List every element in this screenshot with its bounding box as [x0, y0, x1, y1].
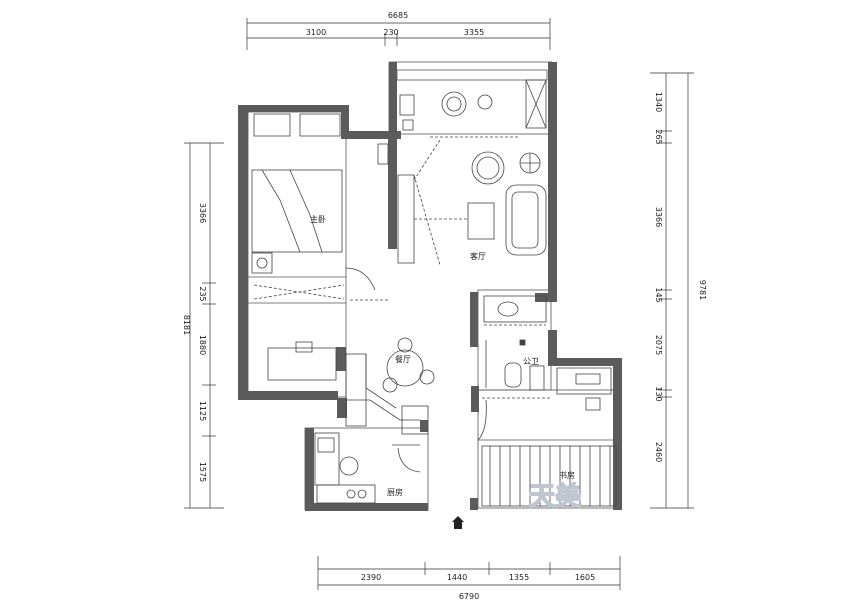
dim-top-2: 230 — [383, 28, 398, 37]
dim-left-3: 1880 — [198, 335, 207, 355]
dim-right-2: 265 — [654, 129, 663, 144]
dimension-lines — [184, 18, 694, 590]
dim-left-1: 3366 — [198, 203, 207, 223]
dim-right-1: 1340 — [654, 92, 663, 112]
dim-right-5: 2075 — [654, 335, 663, 355]
label-living-room: 客厅 — [470, 251, 486, 261]
watermark: 天美 — [529, 481, 581, 512]
kitchen-furniture — [314, 432, 421, 504]
dim-top-3: 3355 — [464, 28, 484, 37]
dim-left-5: 1575 — [198, 462, 207, 482]
dim-bottom-2: 1440 — [447, 573, 467, 582]
living-room-furniture — [397, 139, 547, 266]
label-dining-room: 餐厅 — [395, 355, 411, 364]
dim-left-4: 1125 — [198, 401, 207, 421]
dim-right-total: 9781 — [698, 280, 707, 300]
dim-top-1: 3100 — [306, 28, 326, 37]
label-kitchen: 厨房 — [387, 487, 403, 497]
study-furniture — [477, 367, 617, 507]
dim-right-4: 145 — [654, 287, 663, 302]
label-bathroom: 公卫 — [523, 357, 539, 366]
dim-right-3: 3366 — [654, 207, 663, 227]
dimension-labels: 6685 3100 230 3355 2390 1440 1355 1605 6… — [182, 11, 707, 601]
walls — [238, 62, 622, 511]
label-study: 书房 — [559, 470, 575, 480]
master-bedroom-furniture — [251, 113, 390, 301]
dining-furniture — [267, 337, 435, 435]
balcony-furniture — [399, 79, 547, 138]
dim-bottom-4: 1605 — [575, 573, 595, 582]
outline-lines — [247, 61, 621, 511]
dim-left-total: 8181 — [182, 315, 191, 335]
dim-bottom-1: 2390 — [361, 573, 381, 582]
entrance-arrow-icon — [452, 516, 464, 529]
dim-bottom-total: 6790 — [459, 592, 479, 601]
dim-right-6: 130 — [654, 386, 663, 401]
label-master-bedroom: 主卧 — [310, 214, 326, 224]
dim-bottom-3: 1355 — [509, 573, 529, 582]
dim-top-total: 6685 — [388, 11, 408, 20]
bathroom-furniture — [483, 295, 547, 391]
dim-left-2: 235 — [198, 286, 207, 301]
dim-right-7: 2460 — [654, 442, 663, 462]
